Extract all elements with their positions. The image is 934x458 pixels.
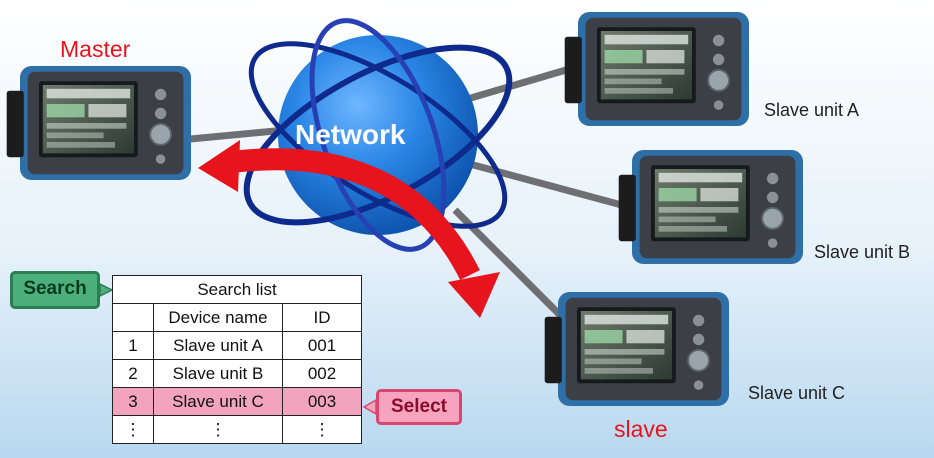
- network-label: Network: [295, 119, 406, 150]
- search-list-title: Search list: [112, 275, 362, 304]
- row-id: 003: [282, 387, 362, 416]
- row-number: 2: [112, 359, 154, 388]
- communication-arrow: [198, 140, 500, 318]
- header-id: ID: [282, 303, 362, 332]
- row-device-name: Slave unit C: [153, 387, 283, 416]
- header-number: [112, 303, 154, 332]
- slave-unit-a-label: Slave unit A: [764, 100, 860, 120]
- slave-b-connection-line: [454, 156, 641, 214]
- slave-label: slave: [614, 416, 668, 442]
- row-number: 1: [112, 331, 154, 360]
- master-label: Master: [60, 36, 131, 62]
- row-id: ⋮: [282, 415, 362, 444]
- search-button[interactable]: Search: [10, 271, 100, 309]
- slave-unit-b-device: [617, 149, 804, 265]
- slave-unit-c-label: Slave unit C: [748, 383, 846, 403]
- row-number: 3: [112, 387, 154, 416]
- table-row-selected[interactable]: 3 Slave unit C 003: [112, 387, 362, 416]
- network-globe-icon: [243, 18, 513, 252]
- select-button[interactable]: Select: [376, 389, 462, 425]
- table-row[interactable]: 1 Slave unit A 001: [112, 331, 362, 360]
- row-number: ⋮: [112, 415, 154, 444]
- select-pointer: [362, 398, 377, 416]
- search-list-header: Device name ID: [112, 303, 362, 332]
- master-device: [5, 65, 192, 181]
- row-id: 002: [282, 359, 362, 388]
- row-device-name: ⋮: [153, 415, 283, 444]
- header-device-name: Device name: [153, 303, 283, 332]
- slave-unit-b-label: Slave unit B: [814, 242, 911, 262]
- row-device-name: Slave unit B: [153, 359, 283, 388]
- slave-unit-a-device: [563, 11, 750, 127]
- slave-unit-c-device: [543, 291, 730, 407]
- row-id: 001: [282, 331, 362, 360]
- table-row[interactable]: 2 Slave unit B 002: [112, 359, 362, 388]
- table-row-ellipsis: ⋮ ⋮ ⋮: [112, 415, 362, 444]
- search-pointer: [99, 282, 114, 298]
- search-list-table: Search list Device name ID 1 Slave unit …: [112, 275, 362, 444]
- row-device-name: Slave unit A: [153, 331, 283, 360]
